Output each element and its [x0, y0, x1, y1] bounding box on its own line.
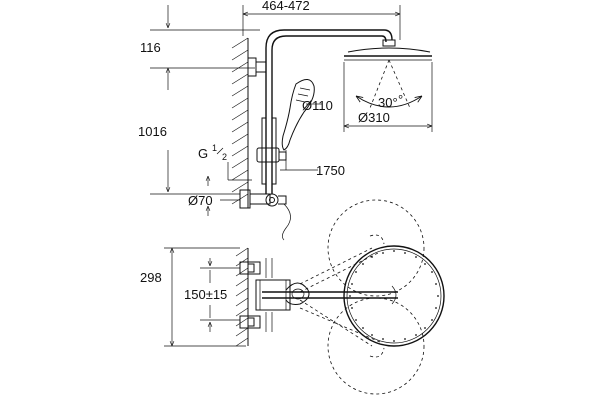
- thermostat-mixer-plan: [255, 279, 310, 311]
- outlet-diameter-dimension: Ø70: [188, 193, 213, 208]
- handshower-diameter-dimension: Ø110: [302, 98, 333, 113]
- wall-hatch-upper: [231, 37, 249, 208]
- height-1750-dimension: 1750: [316, 163, 345, 178]
- spray-angle-right: °: [398, 92, 403, 107]
- head-diameter-dimension: Ø310: [358, 110, 390, 125]
- shower-riser: [247, 29, 393, 194]
- wall-connectors: [239, 258, 273, 332]
- total-depth-dimension: 298: [140, 270, 162, 285]
- centres-dimension: 150±15: [184, 287, 227, 302]
- swivel-positions: [299, 199, 425, 395]
- svg-text:G: G: [198, 146, 208, 161]
- head-shower-plan: [343, 245, 445, 347]
- plan-view: 298 150±15: [140, 199, 445, 395]
- hand-shower: Ø110: [281, 79, 333, 170]
- svg-text:1: 1: [212, 143, 217, 153]
- rail-height-dimension: 1016: [138, 124, 167, 139]
- spray-angle-left: 30°: [378, 95, 398, 110]
- arm-reach-dimension: 464-472: [262, 0, 310, 13]
- side-elevation-view: 464-472 116 1016: [138, 0, 433, 241]
- thermostat-mixer-side: [239, 189, 291, 241]
- svg-text:2: 2: [222, 152, 227, 162]
- top-offset-dimension: 116: [140, 40, 161, 55]
- head-shower: 30° ° Ø310: [343, 39, 433, 132]
- thread-label: G 1 2: [198, 143, 252, 181]
